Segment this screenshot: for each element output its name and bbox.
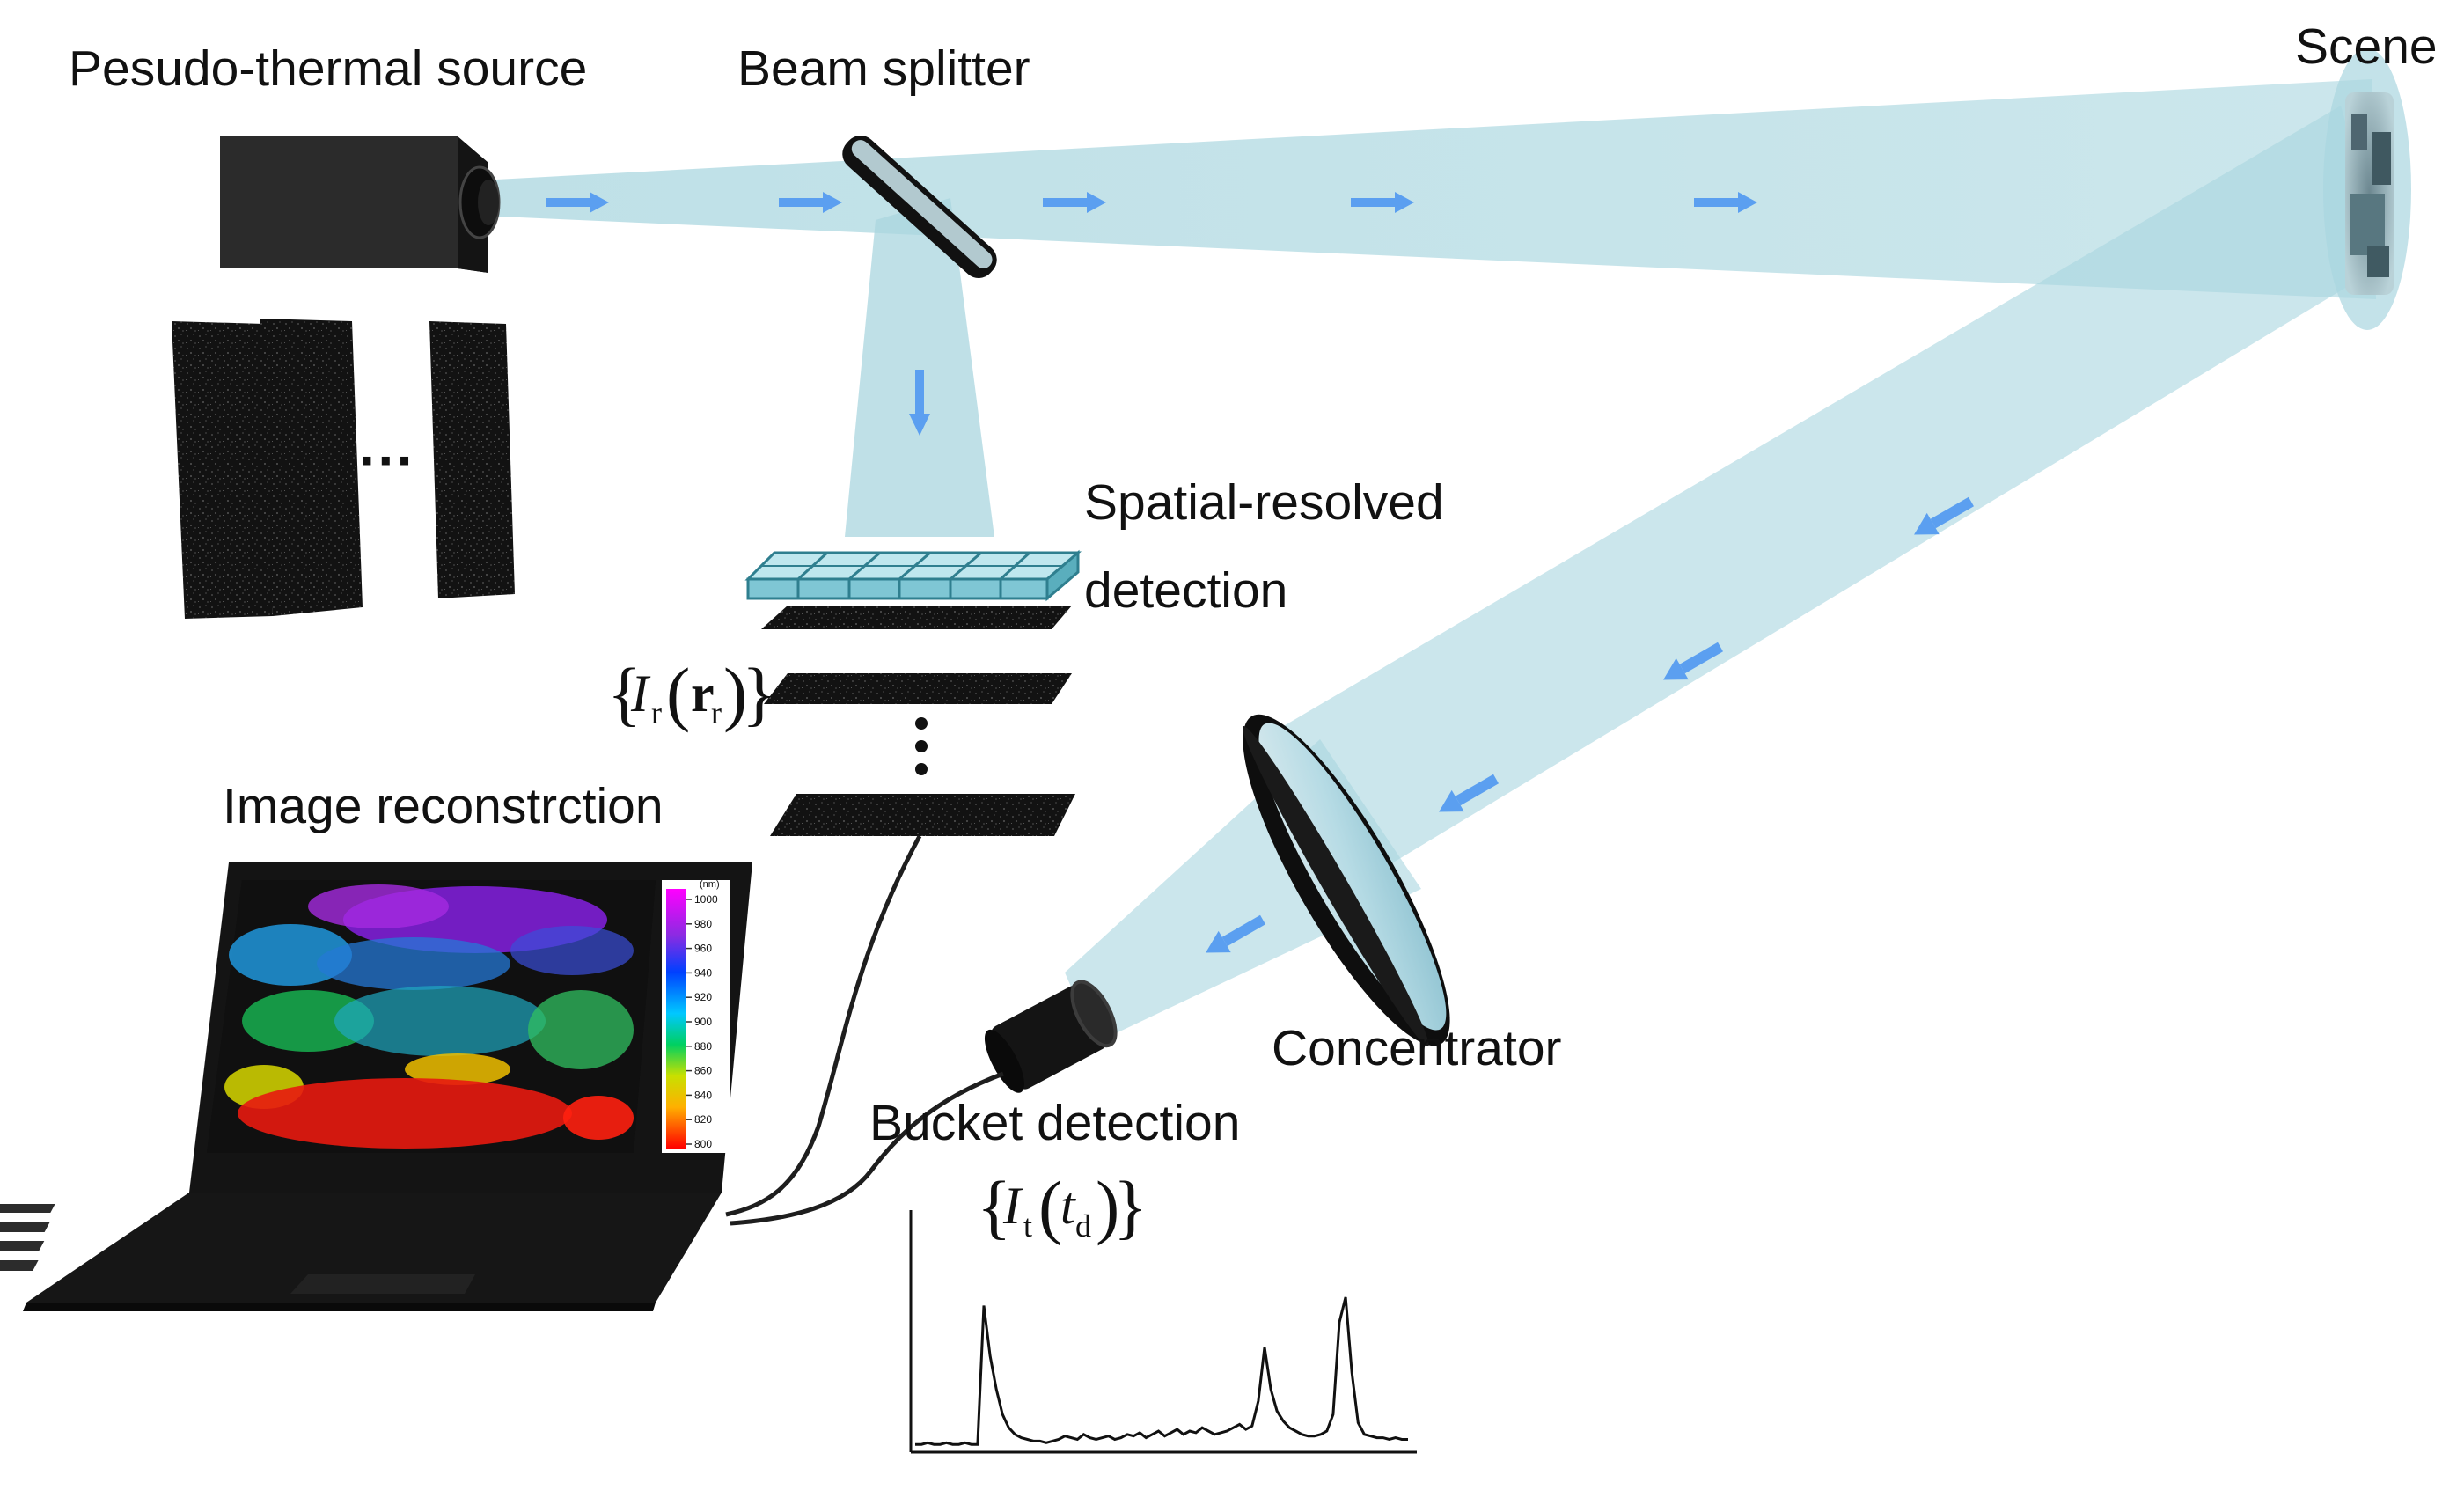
arrow-right-5 bbox=[1694, 192, 1757, 213]
svg-text:}: } bbox=[1113, 1166, 1148, 1246]
beam-splitter-to-detector bbox=[845, 198, 994, 537]
reconstructed-image bbox=[207, 880, 656, 1153]
arrow-diag-2 bbox=[1663, 642, 1723, 680]
colorbar-tick-label: 800 bbox=[694, 1138, 712, 1150]
colorbar-gradient bbox=[666, 889, 686, 1149]
label-beam-splitter: Beam splitter bbox=[737, 40, 1030, 97]
label-scene: Scene bbox=[2295, 18, 2438, 75]
concentrator-lens bbox=[1243, 714, 1450, 1046]
label-image-reconstruction: Image reconstrction bbox=[223, 778, 664, 834]
svg-text:r: r bbox=[711, 695, 722, 730]
svg-text:}: } bbox=[742, 653, 776, 733]
signal-trace bbox=[915, 1296, 1408, 1446]
svg-text:I: I bbox=[1002, 1177, 1023, 1235]
bucket-detector bbox=[984, 980, 1118, 1093]
svg-text:{: { bbox=[977, 1166, 1011, 1246]
label-concentrator: Concentrator bbox=[1272, 1020, 1562, 1076]
arrow-diag-4 bbox=[1206, 914, 1265, 953]
laptop-keyboard bbox=[0, 1204, 55, 1271]
label-source: Pesudo-thermal source bbox=[69, 40, 587, 97]
beam-arrows bbox=[546, 192, 1974, 953]
colorbar: (nm) 1000 980 960 940 920 900 880 860 840 820 800 bbox=[662, 879, 730, 1153]
scene-object bbox=[2323, 48, 2411, 330]
colorbar-tick-label: 1000 bbox=[694, 893, 718, 906]
formula-reference: { I r ( r r ) } bbox=[607, 653, 776, 733]
arrow-right-2 bbox=[779, 192, 842, 213]
colorbar-tick-label: 860 bbox=[694, 1065, 712, 1077]
speckle-frame-2 bbox=[260, 319, 363, 616]
spatial-detector-array bbox=[744, 549, 1082, 602]
svg-text:(: ( bbox=[666, 653, 690, 733]
cable-bucket bbox=[730, 1071, 1004, 1226]
bucket-signal-plot bbox=[909, 1210, 1417, 1454]
svg-text:t: t bbox=[1023, 1208, 1032, 1244]
label-bucket-detection: Bucket detection bbox=[869, 1095, 1240, 1151]
reference-frame-1 bbox=[761, 606, 1072, 629]
laptop: (nm) 1000 980 960 940 920 900 880 860 840 820 800 bbox=[0, 862, 752, 1311]
beam-splitter bbox=[842, 135, 997, 279]
speckle-frame-3 bbox=[429, 321, 515, 598]
reference-frame-2 bbox=[764, 673, 1072, 704]
svg-text:r: r bbox=[691, 664, 715, 723]
speckle-ellipsis: ··· bbox=[359, 429, 415, 492]
svg-text:I: I bbox=[630, 664, 651, 723]
label-spatial-detection-2: detection bbox=[1084, 562, 1287, 619]
arrow-right-4 bbox=[1351, 192, 1414, 213]
colorbar-ticks: 1000 980 960 940 920 900 880 860 840 820 800 bbox=[686, 893, 718, 1150]
speckle-patterns: ··· bbox=[172, 319, 515, 619]
svg-text:d: d bbox=[1075, 1208, 1091, 1244]
colorbar-unit: (nm) bbox=[700, 879, 720, 890]
svg-text:t: t bbox=[1060, 1177, 1076, 1235]
svg-text:{: { bbox=[607, 653, 642, 733]
pseudo-thermal-source bbox=[220, 136, 501, 273]
colorbar-tick-label: 940 bbox=[694, 966, 712, 979]
colorbar-tick-label: 820 bbox=[694, 1113, 712, 1126]
colorbar-tick-label: 900 bbox=[694, 1016, 712, 1028]
arrow-diag-3 bbox=[1439, 774, 1499, 812]
cables bbox=[725, 834, 1004, 1226]
reference-frames bbox=[761, 606, 1075, 836]
beam-source-to-scene bbox=[480, 79, 2376, 299]
reference-frame-3 bbox=[770, 794, 1075, 836]
colorbar-tick-label: 980 bbox=[694, 918, 712, 930]
laptop-touchpad bbox=[290, 1274, 475, 1294]
svg-text:): ) bbox=[723, 653, 747, 733]
formula-bucket: { I t ( t d ) } bbox=[977, 1166, 1148, 1246]
laptop-base bbox=[26, 1193, 722, 1303]
label-spatial-detection-1: Spatial-resolved bbox=[1084, 474, 1444, 531]
arrow-diag-1 bbox=[1914, 496, 1974, 535]
arrow-down bbox=[909, 370, 930, 436]
colorbar-tick-label: 960 bbox=[694, 943, 712, 955]
svg-text:r: r bbox=[651, 695, 662, 730]
colorbar-tick-label: 840 bbox=[694, 1089, 712, 1101]
arrow-right-3 bbox=[1043, 192, 1106, 213]
cable-detector-array bbox=[725, 834, 922, 1217]
svg-text:): ) bbox=[1096, 1166, 1119, 1246]
colorbar-tick-label: 880 bbox=[694, 1040, 712, 1053]
svg-text:(: ( bbox=[1038, 1166, 1062, 1246]
arrow-right-1 bbox=[546, 192, 609, 213]
beam-scene-to-concentrator bbox=[1276, 106, 2385, 867]
colorbar-tick-label: 920 bbox=[694, 991, 712, 1003]
speckle-frame-1 bbox=[172, 321, 273, 619]
